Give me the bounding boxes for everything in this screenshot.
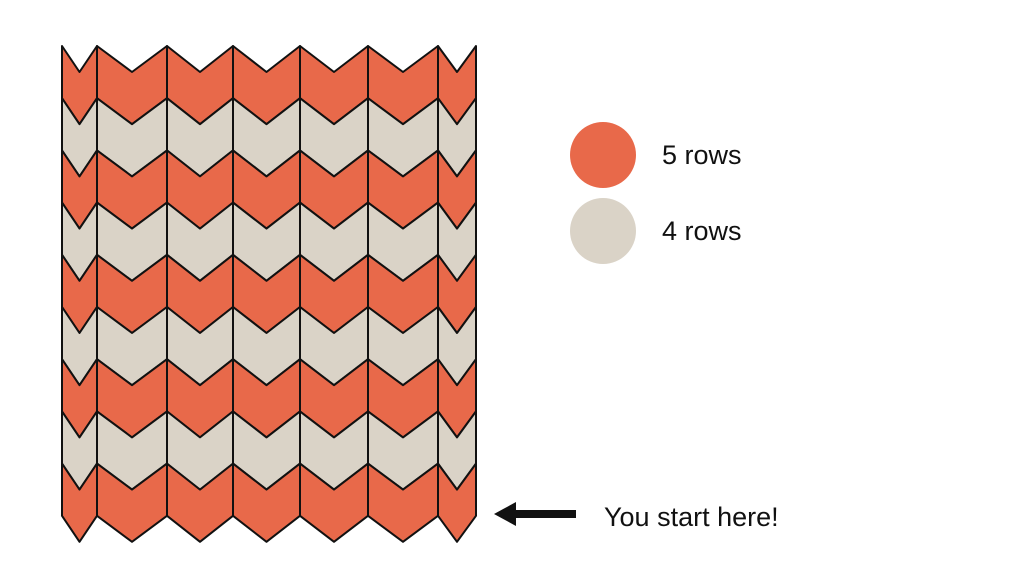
legend-item-orange: 5 rows — [570, 122, 742, 188]
legend-item-gray: 4 rows — [570, 198, 742, 264]
legend-label-gray: 4 rows — [662, 215, 742, 246]
orange-swatch — [570, 122, 636, 188]
start-label: You start here! — [604, 502, 779, 532]
gray-swatch — [570, 198, 636, 264]
left-arrow-icon — [494, 502, 576, 526]
legend-label-orange: 5 rows — [662, 139, 742, 170]
